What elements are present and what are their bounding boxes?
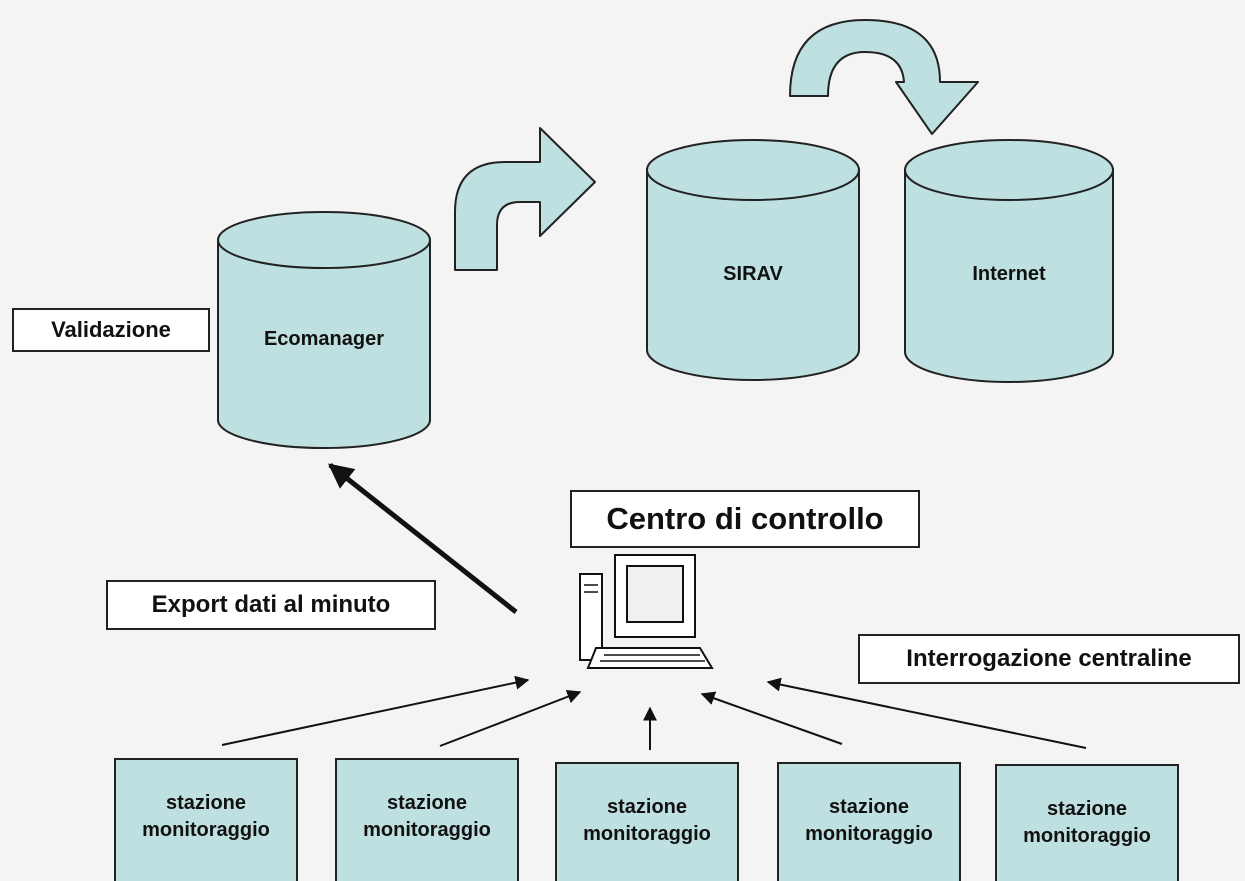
station-arrow-1 (221, 675, 530, 746)
station-line1: stazione (828, 796, 910, 818)
validazione-label: Validazione (12, 308, 210, 352)
internet-label: Internet (972, 263, 1046, 285)
station-line1: stazione (386, 792, 468, 814)
station-line2: monitoraggio (142, 819, 270, 841)
station-line2: monitoraggio (583, 823, 711, 845)
station-line2: monitoraggio (805, 823, 933, 845)
sirav-cylinder (646, 139, 860, 381)
station-box: stazione monitoraggio (777, 762, 961, 881)
interrogazione-label: Interrogazione centraline (858, 634, 1240, 684)
internet-cylinder (904, 139, 1114, 383)
export-label: Export dati al minuto (106, 580, 436, 630)
station-line1: stazione (1046, 798, 1128, 820)
station-arrow-2 (439, 690, 582, 747)
export-arrow (328, 463, 518, 614)
ecomanager-label: Ecomanager (263, 328, 385, 350)
station-box: stazione monitoraggio (335, 758, 519, 881)
station-box: stazione monitoraggio (555, 762, 739, 881)
station-line2: monitoraggio (363, 819, 491, 841)
station-box: stazione monitoraggio (995, 764, 1179, 881)
station-line2: monitoraggio (1023, 825, 1151, 847)
curved-arrow-to-internet (789, 19, 979, 135)
centro-controllo-label: Centro di controllo (570, 490, 920, 548)
sirav-label: SIRAV (723, 263, 783, 285)
station-arrow-4 (700, 691, 843, 745)
station-line1: stazione (165, 792, 247, 814)
curved-arrow-to-sirav (454, 127, 596, 271)
computer-icon (579, 554, 714, 669)
ecomanager-cylinder (217, 211, 431, 449)
station-arrow-5 (766, 677, 1087, 749)
station-line1: stazione (606, 796, 688, 818)
station-box: stazione monitoraggio (114, 758, 298, 881)
